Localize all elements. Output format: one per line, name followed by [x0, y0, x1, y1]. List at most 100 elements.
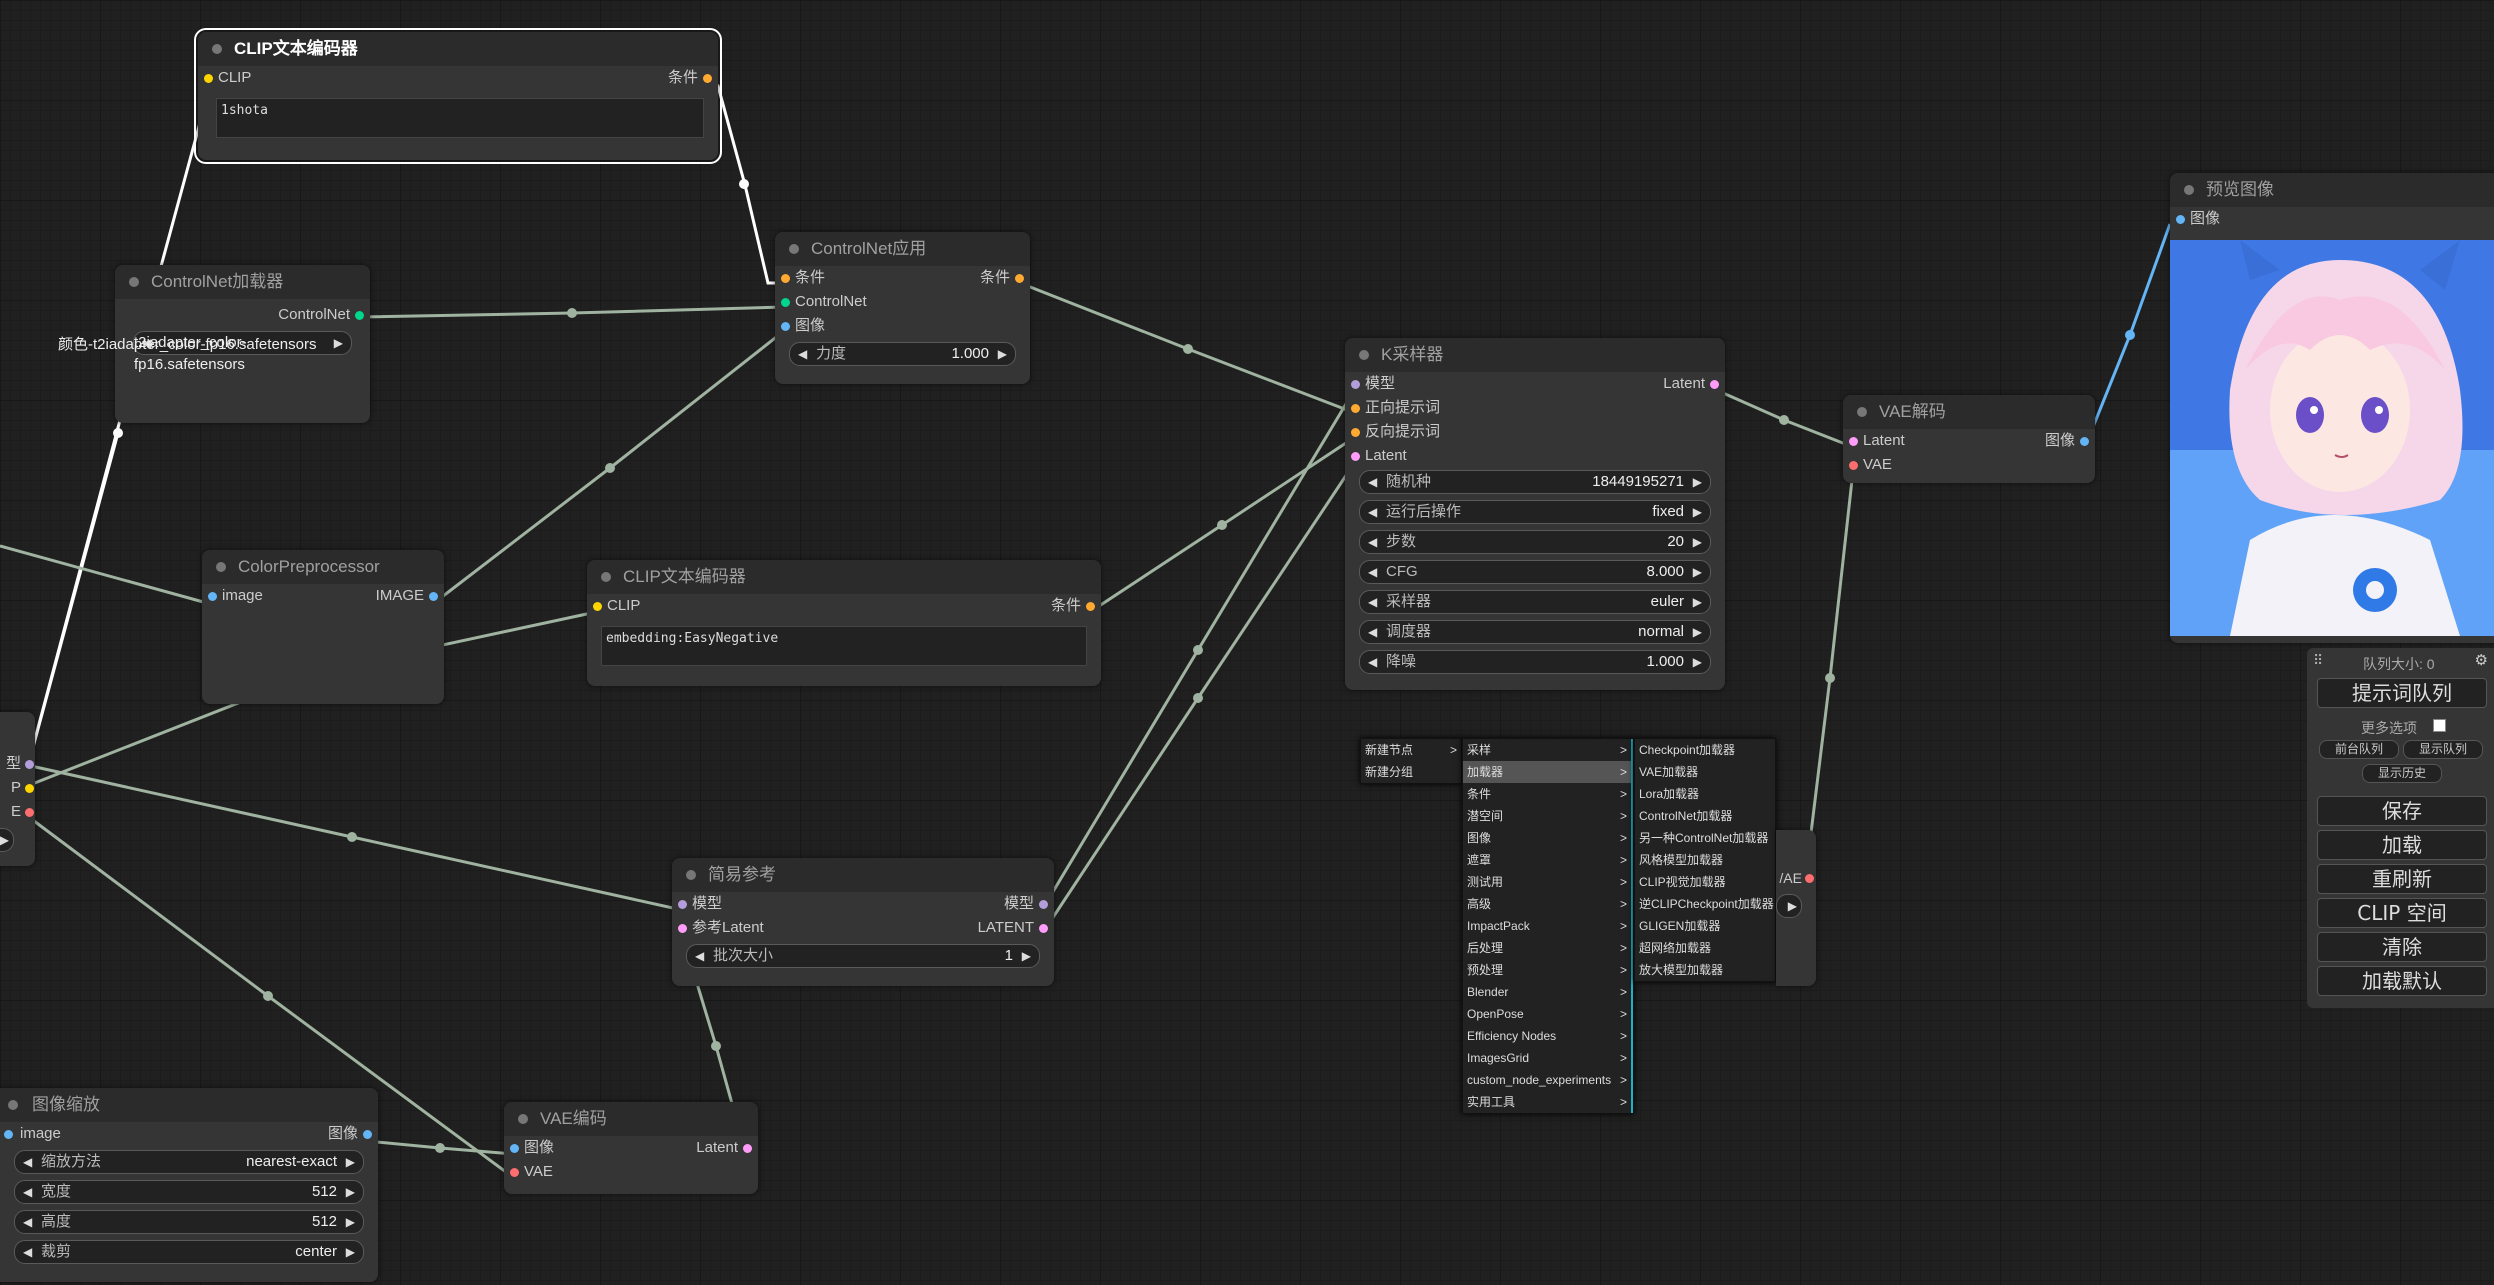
output-vae-dot[interactable]: [1805, 874, 1814, 883]
prompt-textarea[interactable]: 1shota: [216, 98, 704, 138]
menu-item-conditioning[interactable]: 条件>: [1463, 783, 1633, 805]
collapse-dot-icon[interactable]: [8, 1100, 18, 1110]
hidden-node-partial[interactable]: /AE ▶: [1776, 830, 1816, 986]
color-preprocessor-node[interactable]: ColorPreprocessor image IMAGE: [202, 550, 444, 704]
menu-item-hypernetwork-loader[interactable]: 超网络加载器: [1639, 941, 1712, 955]
output-cond-dot[interactable]: [1086, 602, 1095, 611]
output-model-dot[interactable]: [25, 760, 34, 769]
input-model-dot[interactable]: [678, 900, 687, 909]
extra-options-checkbox[interactable]: [2433, 719, 2446, 732]
menu-item-custom-node-experiments[interactable]: custom_node_experiments>: [1463, 1069, 1633, 1091]
arrow-left-icon[interactable]: ◀: [23, 1215, 33, 1229]
collapse-dot-icon[interactable]: [216, 562, 226, 572]
menu-item-gligen-loader[interactable]: GLIGEN加载器: [1639, 919, 1721, 933]
arrow-left-icon[interactable]: ◀: [23, 1185, 33, 1199]
menu-item-add-group[interactable]: 新建分组: [1361, 761, 1461, 783]
input-clip-dot[interactable]: [204, 74, 213, 83]
arrow-right-icon[interactable]: ▶: [1692, 565, 1702, 579]
menu-item-testing[interactable]: 测试用>: [1463, 871, 1633, 893]
input-vae-dot[interactable]: [1849, 461, 1858, 470]
input-latent-dot[interactable]: [678, 924, 687, 933]
menu-item-utils[interactable]: 实用工具>: [1463, 1091, 1633, 1113]
arrow-left-icon[interactable]: ◀: [1368, 535, 1378, 549]
view-queue-button[interactable]: 显示队列: [2403, 740, 2483, 759]
arrow-right-icon[interactable]: ▶: [1692, 505, 1702, 519]
input-clip-dot[interactable]: [593, 602, 602, 611]
input-vae-dot[interactable]: [510, 1168, 519, 1177]
collapse-dot-icon[interactable]: [2184, 185, 2194, 195]
prompt-textarea[interactable]: embedding:EasyNegative: [601, 626, 1087, 666]
input-image-dot[interactable]: [2176, 215, 2185, 224]
menu-item-latent[interactable]: 潜空间>: [1463, 805, 1633, 827]
menu-item-preprocessors[interactable]: 预处理>: [1463, 959, 1633, 981]
menu-item-sampling[interactable]: 采样>: [1463, 739, 1633, 761]
collapse-dot-icon[interactable]: [789, 244, 799, 254]
output-latent-dot[interactable]: [743, 1144, 752, 1153]
menu-item-unclip-checkpoint-loader[interactable]: 逆CLIPCheckpoint加载器: [1639, 897, 1774, 911]
input-image-dot[interactable]: [781, 322, 790, 331]
arrow-right-icon[interactable]: ▶: [1692, 625, 1702, 639]
menu-item-style-model-loader[interactable]: 风格模型加载器: [1639, 853, 1724, 867]
checkpoint-loader-node[interactable]: 型 P E ▶: [0, 712, 35, 866]
arrow-right-icon[interactable]: ▶: [345, 1245, 355, 1259]
arrow-right-icon[interactable]: ▶: [345, 1185, 355, 1199]
input-latent-dot[interactable]: [1849, 437, 1858, 446]
batch-size-widget[interactable]: ◀ 批次大小 1 ▶: [686, 944, 1040, 968]
arrow-right-icon[interactable]: ▶: [1692, 655, 1702, 669]
arrow-left-icon[interactable]: ◀: [1368, 475, 1378, 489]
input-cond-dot[interactable]: [781, 274, 790, 283]
strength-widget[interactable]: ◀ 力度 1.000 ▶: [789, 342, 1016, 366]
menu-item-controlnet-loader[interactable]: ControlNet加载器: [1639, 809, 1733, 823]
partial-widget[interactable]: ▶: [1776, 894, 1802, 918]
arrow-right-icon[interactable]: ▶: [333, 336, 343, 350]
collapse-dot-icon[interactable]: [518, 1114, 528, 1124]
arrow-left-icon[interactable]: ◀: [1368, 625, 1378, 639]
controlnet-model-select[interactable]: ◀ t2iadapter_color-fp16.safetensors ▶: [133, 331, 352, 373]
controlnet-apply-node[interactable]: ControlNet应用 条件 条件 ControlNet 图像 ◀ 力度 1.…: [775, 232, 1030, 384]
arrow-right-icon[interactable]: ▶: [1021, 949, 1031, 963]
menu-item-lora-loader[interactable]: Lora加载器: [1639, 787, 1700, 801]
arrow-left-icon[interactable]: ◀: [1368, 655, 1378, 669]
input-latent-dot[interactable]: [1351, 452, 1360, 461]
collapse-dot-icon[interactable]: [1359, 350, 1369, 360]
output-image-dot[interactable]: [429, 592, 438, 601]
queue-front-button[interactable]: 前台队列: [2319, 740, 2399, 759]
vae-encode-node[interactable]: VAE编码 图像 Latent VAE: [504, 1102, 758, 1194]
arrow-left-icon[interactable]: ◀: [142, 336, 152, 350]
vae-decode-node[interactable]: VAE解码 Latent 图像 VAE: [1843, 395, 2095, 483]
input-controlnet-dot[interactable]: [781, 298, 790, 307]
simple-reference-node[interactable]: 简易参考 模型 模型 参考Latent LATENT ◀ 批次大小 1 ▶: [672, 858, 1054, 986]
settings-gear-icon[interactable]: ⚙: [2474, 652, 2488, 669]
clear-button[interactable]: 清除: [2317, 932, 2487, 962]
output-controlnet-dot[interactable]: [355, 311, 364, 320]
arrow-right-icon[interactable]: ▶: [345, 1215, 355, 1229]
output-clip-dot[interactable]: [25, 784, 34, 793]
output-cond-dot[interactable]: [703, 74, 712, 83]
menu-item-advanced[interactable]: 高级>: [1463, 893, 1633, 915]
load-button[interactable]: 加载: [2317, 830, 2487, 860]
menu-item-clip-vision-loader[interactable]: CLIP视觉加载器: [1639, 875, 1726, 889]
refresh-button[interactable]: 重刷新: [2317, 864, 2487, 894]
arrow-left-icon[interactable]: ◀: [23, 1245, 33, 1259]
menu-item-image[interactable]: 图像>: [1463, 827, 1633, 849]
collapse-dot-icon[interactable]: [1857, 407, 1867, 417]
menu-item-add-node[interactable]: 新建节点>: [1361, 739, 1461, 761]
arrow-right-icon[interactable]: ▶: [0, 833, 9, 847]
load-default-button[interactable]: 加载默认: [2317, 966, 2487, 996]
arrow-right-icon[interactable]: ▶: [1692, 595, 1702, 609]
clip-text-encoder-node-negative[interactable]: CLIP文本编码器 CLIP 条件 embedding:EasyNegative: [587, 560, 1101, 686]
menu-item-impactpack[interactable]: ImpactPack>: [1463, 915, 1633, 937]
arrow-right-icon[interactable]: ▶: [1692, 535, 1702, 549]
save-button[interactable]: 保存: [2317, 796, 2487, 826]
